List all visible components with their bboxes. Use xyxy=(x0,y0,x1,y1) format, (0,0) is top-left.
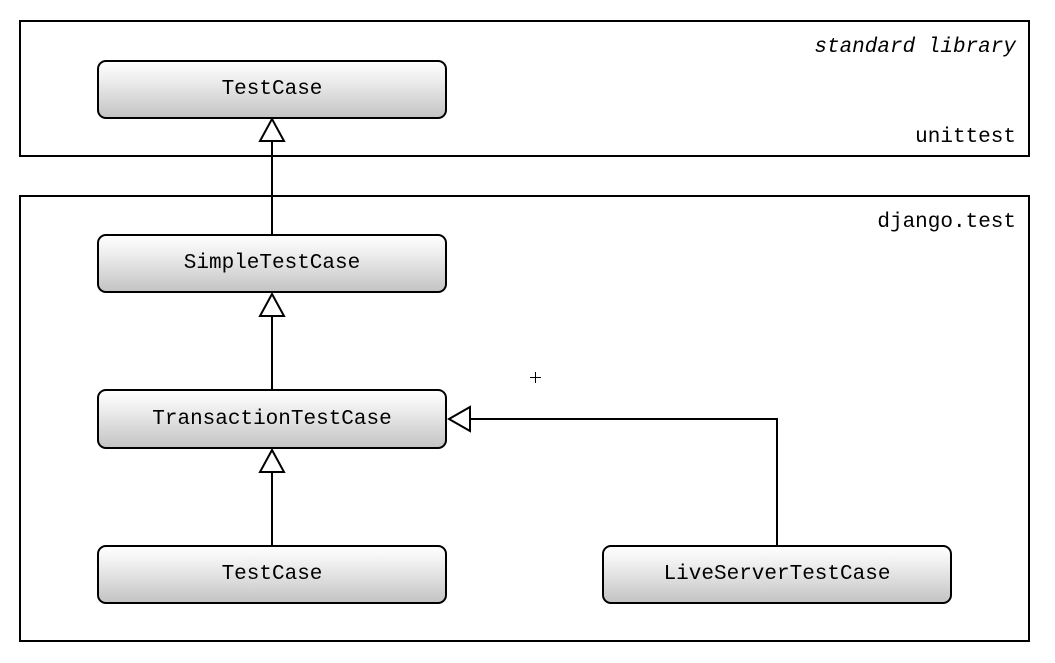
class-simple-testcase: SimpleTestCase xyxy=(97,234,447,293)
package-label-unittest: unittest xyxy=(915,126,1016,149)
class-liveserver-testcase: LiveServerTestCase xyxy=(602,545,952,604)
crosshair-cursor-icon xyxy=(530,372,541,383)
package-note-standard-library: standard library xyxy=(814,36,1016,59)
class-transaction-testcase: TransactionTestCase xyxy=(97,389,447,449)
class-unittest-testcase: TestCase xyxy=(97,60,447,119)
class-django-testcase: TestCase xyxy=(97,545,447,604)
package-label-django-test: django.test xyxy=(877,211,1016,234)
